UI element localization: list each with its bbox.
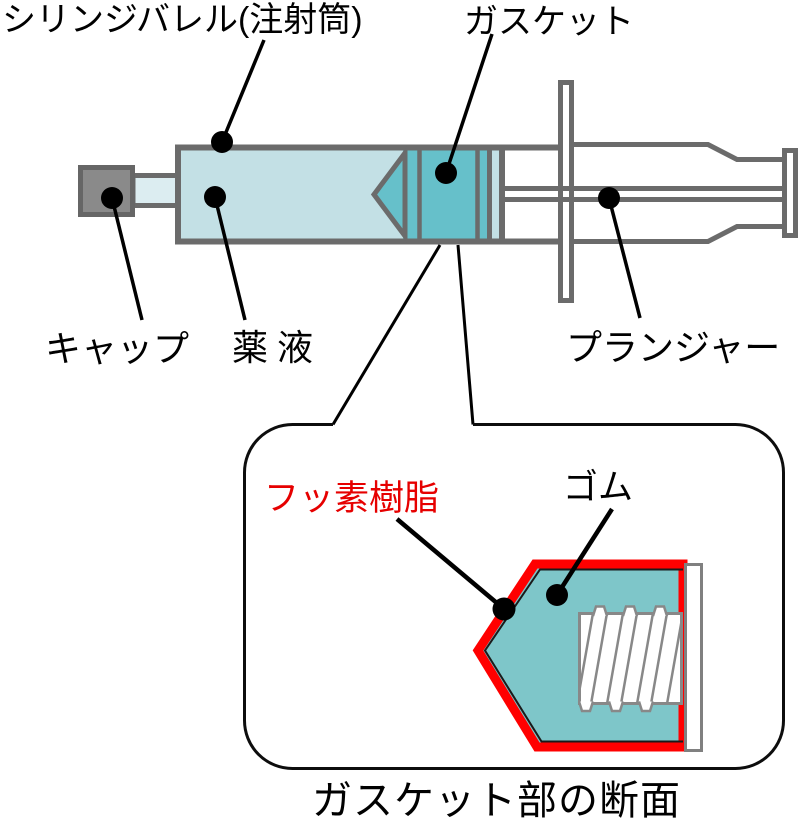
- label-cap: キャップ: [45, 328, 190, 369]
- thread-crest-bumps: [577, 605, 669, 713]
- label-syringe-barrel: シリンジバレル(注射筒): [2, 1, 363, 39]
- leader-lines: [110, 33, 642, 321]
- anchor-dots: [101, 131, 620, 209]
- label-liquid: 薬液: [232, 327, 323, 368]
- screw-thread-shape: [577, 605, 683, 713]
- plunger-leader-line: [607, 197, 642, 319]
- fluororesin-leader-line: [395, 517, 506, 611]
- gasket-cone-shape: [370, 145, 408, 244]
- gasket-rib-lines: [417, 150, 492, 239]
- label-rubber: ゴム: [563, 468, 634, 507]
- gasket-anchor-dot: [435, 162, 457, 184]
- cap-leader-line: [110, 197, 144, 321]
- barrel-leader-line: [220, 39, 266, 143]
- barrel-anchor-dot: [211, 131, 233, 153]
- plunger-rod-shape: [500, 186, 786, 202]
- rubber-anchor-dot: [546, 584, 568, 606]
- gasket-cross-section: [395, 507, 703, 752]
- magnifier-funnel-lines: [331, 244, 475, 426]
- callout-box: [243, 423, 785, 770]
- label-plunger: プランジャー: [566, 327, 781, 368]
- label-gasket: ガスケット: [464, 3, 634, 41]
- caption-cross-section: ガスケット部の断面: [312, 779, 681, 823]
- rubber-core-outline: [483, 568, 683, 743]
- gasket-leader-line: [444, 33, 494, 174]
- liquid-leader-line: [213, 196, 247, 321]
- plunger-end-plate-shape: [684, 563, 703, 752]
- barrel-empty-outline: [499, 144, 563, 245]
- syringe-illustration: [78, 80, 798, 303]
- cap-anchor-dot: [101, 187, 123, 209]
- label-fluororesin: フッ素樹脂: [264, 479, 440, 518]
- plunger-thumb-rest-shape: [782, 148, 798, 238]
- nozzle-shape: [130, 173, 184, 208]
- barrel-flange-shape: [558, 80, 574, 303]
- fluororesin-anchor-dot: [492, 597, 516, 621]
- liquid-anchor-dot: [204, 186, 226, 208]
- plunger-fin-shape: [572, 142, 785, 244]
- plunger-anchor-dot: [598, 187, 620, 209]
- rubber-leader-line: [555, 507, 614, 597]
